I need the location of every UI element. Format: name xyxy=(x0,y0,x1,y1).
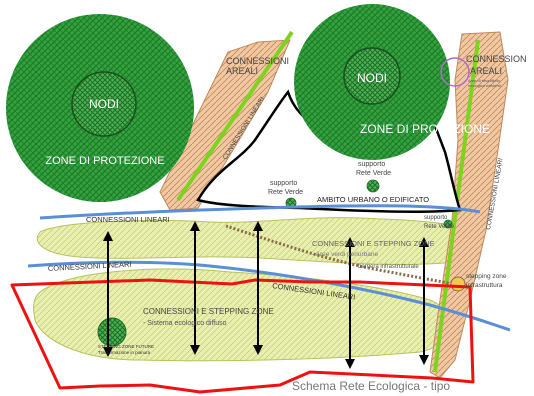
stepping-zone-infra-marker xyxy=(450,276,466,292)
label-small-note-right-1: Aree di riequilibrio xyxy=(468,78,501,83)
label-connessioni-areali-right-1: CONNESSION xyxy=(466,54,527,64)
node-left-core xyxy=(71,71,137,137)
label-supporto-2b: Rete Verde xyxy=(356,170,391,177)
label-nodi-left: NODI xyxy=(89,97,119,111)
label-barriera: barriera infrastrutturale xyxy=(358,264,419,270)
label-nodi-right: NODI xyxy=(357,71,387,85)
label-stepping-future-2: Trasformazione in pianura xyxy=(98,350,151,355)
areal-band-right xyxy=(429,31,509,379)
label-connessioni-stepping-top: CONNESSIONI E STEPPING ZONE xyxy=(312,239,435,248)
label-aree-periurbane: - Aree verdi periurbane xyxy=(312,251,379,258)
label-connessioni-areali-right-2: AREALI xyxy=(470,66,502,76)
label-supporto-3b: Rete Verde xyxy=(424,224,455,230)
label-ambito-urbano: AMBITO URBANO O EDIFICATO xyxy=(317,195,429,204)
label-supporto-1a: supporto xyxy=(270,180,297,187)
label-supporto-1b: Rete Verde xyxy=(268,189,303,196)
label-connessioni-stepping-bottom: CONNESSIONI E STEPPING ZONE xyxy=(143,307,274,316)
linear-connection-top xyxy=(39,204,481,220)
areal-marker-circle xyxy=(440,57,470,87)
label-connessioni-lineari-top: CONNESSIONI LINEARI xyxy=(86,215,170,224)
label-zone-protezione-right: ZONE DI PROTEZIONE xyxy=(360,122,490,136)
label-stepping-infra-2: infrastruttura xyxy=(466,282,503,289)
label-connessioni-areali-left-2: AREALI xyxy=(226,66,258,76)
node-right-core xyxy=(343,47,401,105)
label-zone-protezione-left: ZONE DI PROTEZIONE xyxy=(45,155,164,167)
label-supporto-2a: supporto xyxy=(358,161,385,168)
project-area-outline xyxy=(10,278,475,394)
label-connessioni-lineari-mid: CONNESSIONI LINEARI xyxy=(48,260,132,273)
diagram-title: Schema Rete Ecologica - tipo xyxy=(292,379,450,393)
support-marker-2 xyxy=(366,179,380,193)
label-stepping-future-1: STEPPING ZONE FUTURE xyxy=(98,344,154,349)
support-marker-3 xyxy=(443,219,453,229)
label-small-note-right-2: ecologico esistenti xyxy=(468,83,501,88)
label-supporto-3a: supporto xyxy=(424,215,448,221)
label-sistema-ecologico: - Sistema ecologico diffuso xyxy=(143,320,227,327)
future-stepping-zone-circle xyxy=(97,317,127,347)
label-stepping-infra-1: stepping zone xyxy=(466,273,507,280)
corridor-line-left xyxy=(176,30,294,202)
label-connessioni-areali-left-1: CONNESSIONI xyxy=(226,56,289,66)
